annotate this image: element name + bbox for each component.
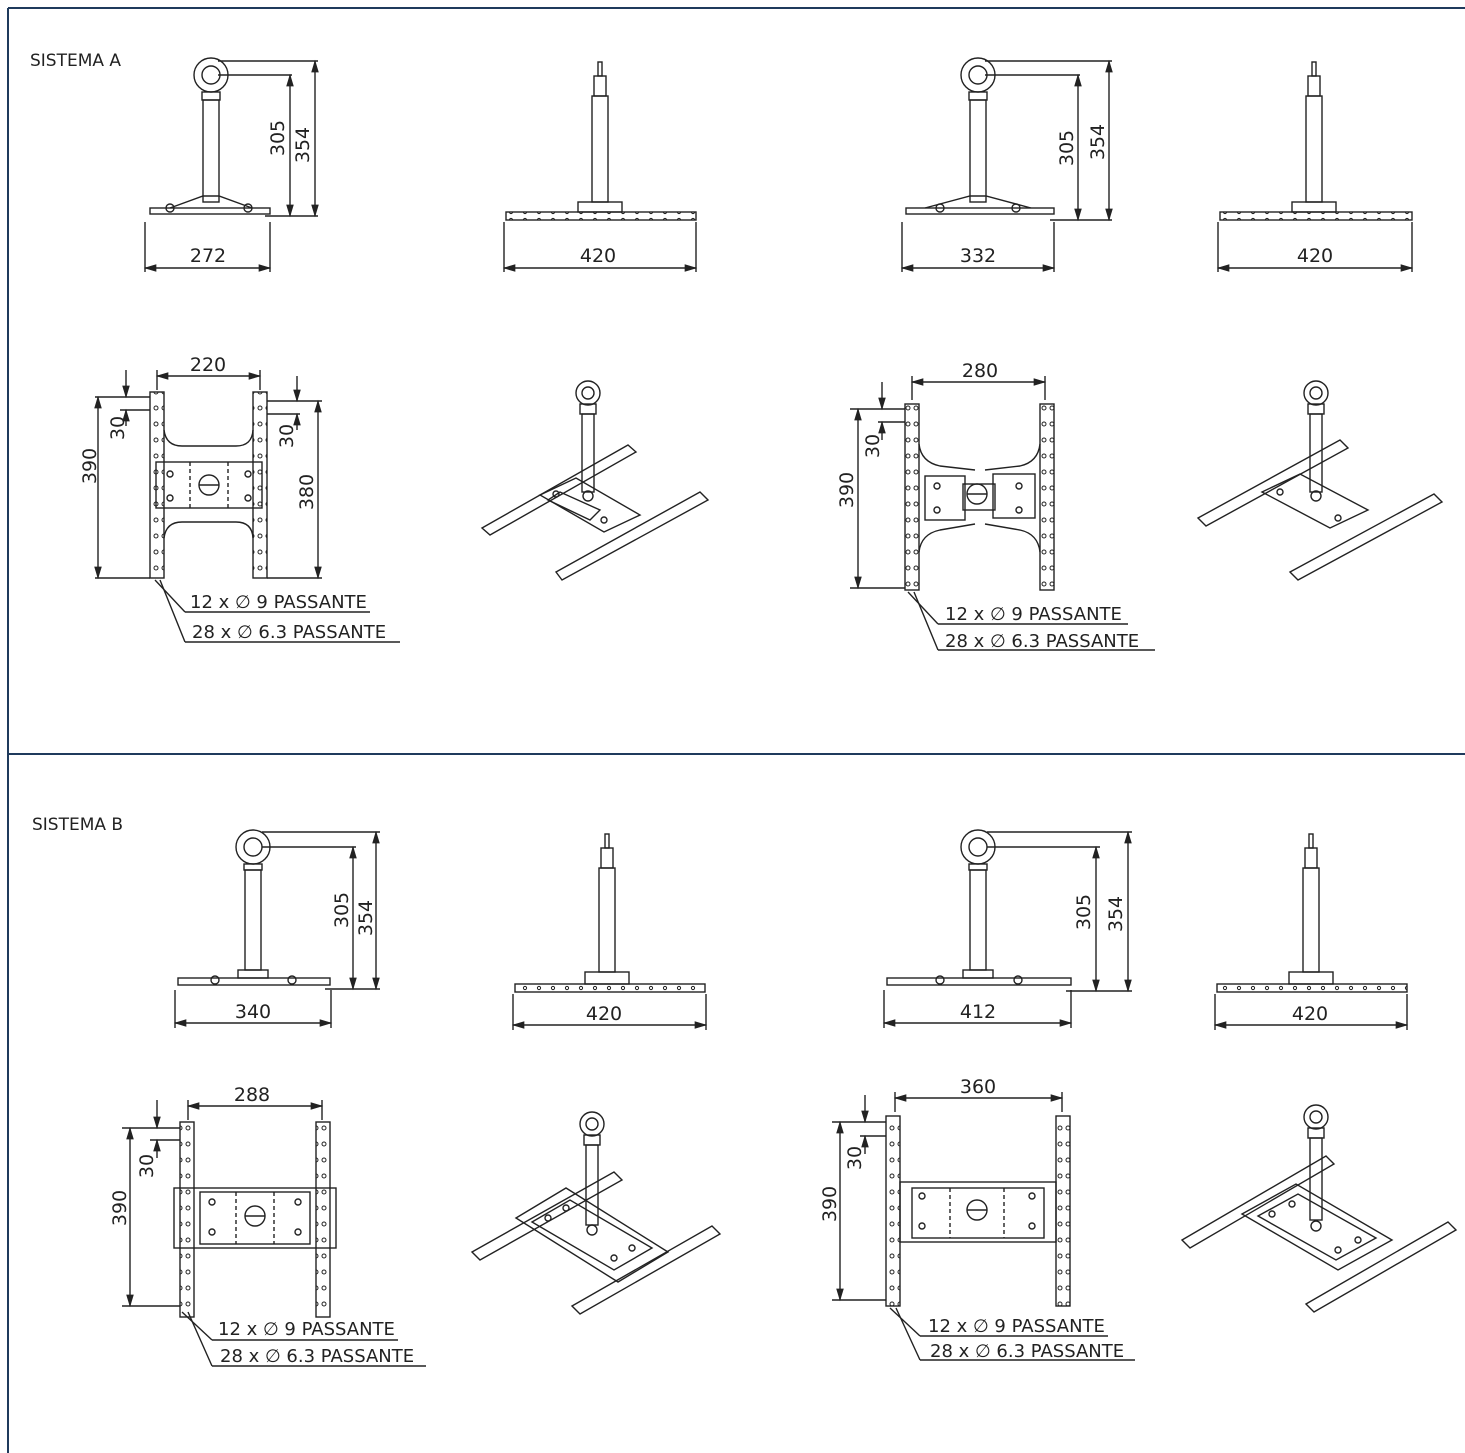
dim-left-offset: 30 [107, 416, 129, 440]
dim-width: 420 [586, 1003, 622, 1025]
plan-view-b2 [832, 1092, 1135, 1361]
dim-height-inner: 305 [1073, 894, 1095, 930]
dim-width: 420 [580, 245, 616, 267]
dim-height-inner: 305 [1056, 130, 1078, 166]
isometric-view-a2 [1196, 380, 1444, 581]
note-holes-6: 28 x ∅ 6.3 PASSANTE [930, 1341, 1124, 1362]
note-holes-9: 12 x ∅ 9 PASSANTE [190, 592, 367, 613]
side-view-b1 [173, 829, 380, 1028]
dim-height-inner: 305 [267, 120, 289, 156]
note-holes-9: 12 x ∅ 9 PASSANTE [945, 604, 1122, 625]
note-holes-9: 12 x ∅ 9 PASSANTE [218, 1319, 395, 1340]
side-view-a1 [143, 57, 319, 272]
dim-width: 272 [190, 245, 226, 267]
note-holes-6: 28 x ∅ 6.3 PASSANTE [192, 622, 386, 643]
dim-width: 288 [234, 1084, 270, 1106]
dim-width: 332 [960, 245, 996, 267]
dim-left-height: 390 [836, 472, 858, 508]
isometric-view-b1 [470, 1111, 722, 1315]
dim-width: 360 [960, 1076, 996, 1098]
section-sistema-b: SISTEMA B 340 305 354 [32, 815, 1458, 1367]
note-holes-6: 28 x ∅ 6.3 PASSANTE [945, 631, 1139, 652]
dim-left-height: 390 [79, 448, 101, 484]
isometric-view-b2 [1180, 1104, 1458, 1313]
side-view-b4 [1213, 833, 1409, 1030]
note-holes-6: 28 x ∅ 6.3 PASSANTE [220, 1346, 414, 1367]
dim-height-total: 354 [1087, 124, 1109, 160]
sheet-frame [7, 7, 1465, 1453]
dim-width: 412 [960, 1001, 996, 1023]
dim-width: 340 [235, 1001, 271, 1023]
isometric-view-a1 [480, 380, 710, 581]
dim-right-offset: 30 [276, 424, 298, 448]
section-label: SISTEMA B [32, 815, 123, 835]
dim-left-offset: 30 [136, 1154, 158, 1178]
side-view-a4 [1216, 61, 1414, 272]
side-view-b2 [511, 833, 708, 1030]
side-view-a2 [502, 61, 698, 272]
dim-height-inner: 305 [331, 892, 353, 928]
dim-width: 420 [1297, 245, 1333, 267]
dim-height-total: 354 [355, 900, 377, 936]
side-view-b3 [882, 829, 1132, 1028]
plan-view-b1 [122, 1100, 426, 1367]
dim-width: 420 [1292, 1003, 1328, 1025]
plan-view-a2 [850, 376, 1155, 651]
dim-left-height: 390 [819, 1186, 841, 1222]
dim-height-total: 354 [1105, 896, 1127, 932]
dim-width: 220 [190, 354, 226, 376]
note-holes-9: 12 x ∅ 9 PASSANTE [928, 1316, 1105, 1337]
dim-right-height: 380 [296, 474, 318, 510]
dim-height-total: 354 [292, 127, 314, 163]
section-sistema-a: SISTEMA A 272 305 354 [30, 51, 1444, 652]
section-label: SISTEMA A [30, 51, 121, 71]
dim-width: 280 [962, 360, 998, 382]
plan-view-a1 [94, 370, 400, 643]
side-view-a3 [900, 57, 1113, 272]
dim-left-height: 390 [109, 1190, 131, 1226]
dim-left-offset: 30 [844, 1146, 866, 1170]
dim-left-offset: 30 [862, 434, 884, 458]
